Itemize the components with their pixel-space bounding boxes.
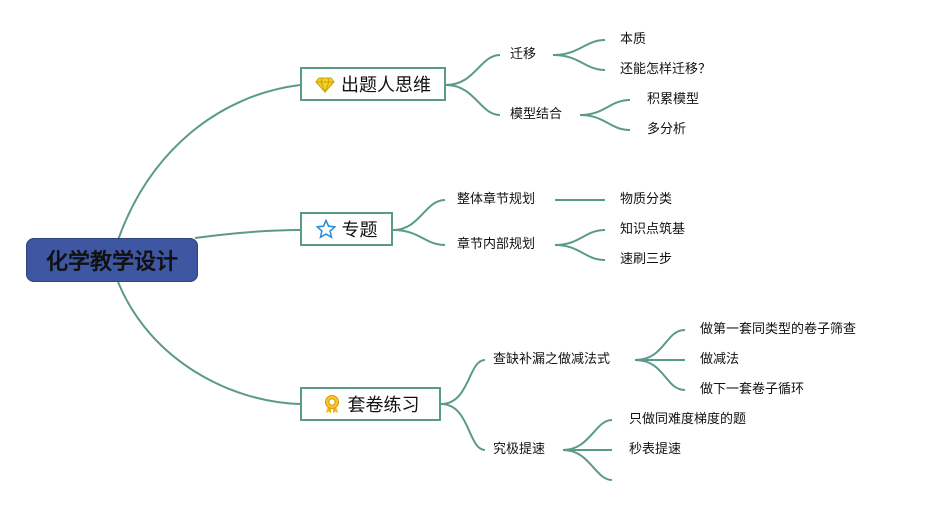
leaf-topic[interactable]: 速刷三步 [620, 252, 673, 267]
subtopic[interactable]: 章节内部规划 [457, 237, 536, 252]
leaf-topic[interactable]: 秒表提速 [629, 442, 682, 457]
leaf-topic[interactable]: 做减法 [700, 352, 740, 367]
root-topic-label: 化学教学设计 [45, 250, 178, 275]
branch-topic-3[interactable]: 套卷练习 [300, 387, 441, 421]
subtopic[interactable]: 究极提速 [493, 442, 546, 457]
subtopic[interactable]: 整体章节规划 [457, 192, 536, 207]
medal-icon [322, 394, 342, 414]
subtopic[interactable]: 模型结合 [510, 107, 563, 122]
leaf-topic[interactable]: 多分析 [647, 122, 687, 137]
leaf-topic[interactable]: 做下一套卷子循环 [700, 382, 805, 397]
leaf-topic[interactable]: 做第一套同类型的卷子筛查 [700, 322, 857, 337]
branch-topic-1[interactable]: 出题人思维 [300, 67, 446, 101]
leaf-topic[interactable]: 知识点筑基 [620, 222, 686, 237]
root-topic[interactable]: 化学教学设计 [26, 238, 198, 282]
subtopic[interactable]: 查缺补漏之做减法式 [493, 352, 611, 367]
branch-topic-2[interactable]: 专题 [300, 212, 393, 246]
leaf-topic[interactable]: 积累模型 [647, 92, 700, 107]
branch-topic-3-label: 套卷练习 [347, 395, 420, 416]
leaf-topic[interactable]: 物质分类 [620, 192, 673, 207]
leaf-topic[interactable]: 还能怎样迁移？ [620, 62, 712, 77]
branch-topic-1-label: 出题人思维 [341, 75, 431, 96]
leaf-topic[interactable]: 本质 [620, 32, 647, 47]
diamond-icon [315, 74, 335, 94]
branch-topic-2-label: 专题 [341, 220, 378, 241]
star-icon [314, 218, 337, 239]
subtopic[interactable]: 迁移 [510, 47, 537, 62]
leaf-topic[interactable]: 只做同难度梯度的题 [629, 412, 747, 427]
